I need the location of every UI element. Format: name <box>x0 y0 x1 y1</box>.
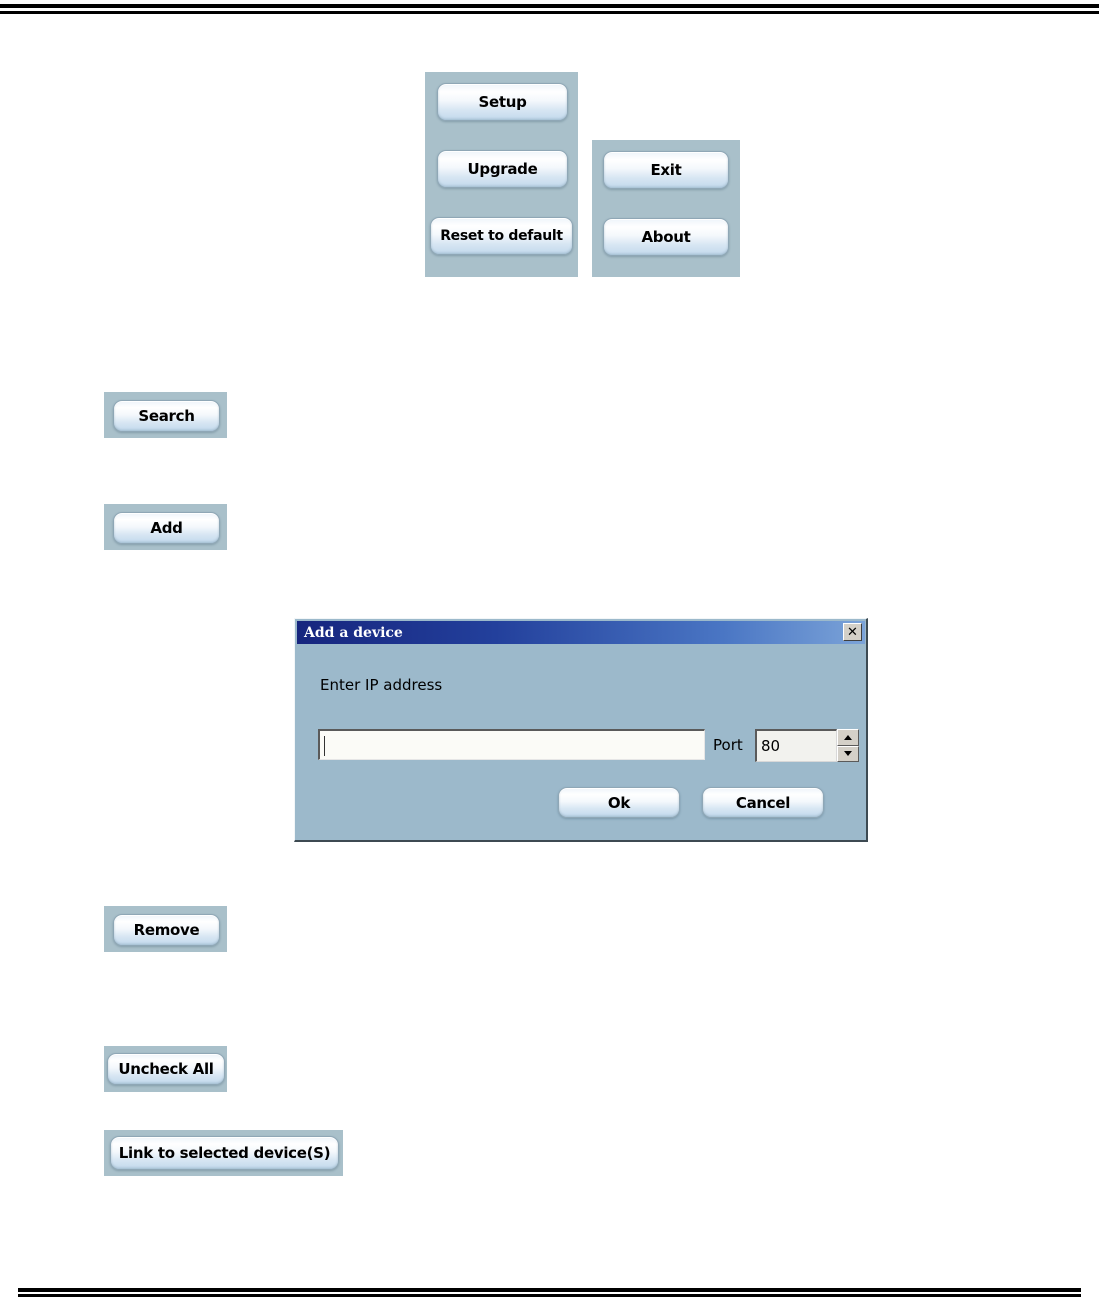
add-device-dialog: Add a device ✕ Enter IP address Port 80 … <box>294 618 868 842</box>
triangle-up-icon <box>844 734 852 740</box>
text-caret <box>324 736 325 756</box>
link-to-selected-device-button[interactable]: Link to selected device(S) <box>110 1136 339 1170</box>
cancel-button[interactable]: Cancel <box>702 787 824 818</box>
ip-address-input[interactable] <box>318 729 705 760</box>
dialog-title: Add a device <box>304 624 403 641</box>
dialog-titlebar[interactable]: Add a device ✕ <box>297 621 865 644</box>
close-icon[interactable]: ✕ <box>843 623 862 641</box>
setup-button[interactable]: Setup <box>437 83 568 121</box>
port-value: 80 <box>761 737 781 755</box>
search-button[interactable]: Search <box>113 400 220 432</box>
port-input[interactable]: 80 <box>755 729 837 762</box>
page-top-rule-thin <box>0 11 1099 14</box>
spinner-down-button[interactable] <box>837 745 859 762</box>
page-bottom-rule-thin <box>18 1294 1081 1297</box>
triangle-down-icon <box>844 751 852 757</box>
uncheck-all-button[interactable]: Uncheck All <box>107 1053 225 1085</box>
enter-ip-address-label: Enter IP address <box>320 676 443 694</box>
page-bottom-rule-thick <box>18 1288 1081 1292</box>
reset-to-default-button[interactable]: Reset to default <box>430 217 573 255</box>
page-top-rule-thick <box>0 4 1099 8</box>
ok-button[interactable]: Ok <box>558 787 680 818</box>
port-spinner[interactable] <box>837 729 859 762</box>
upgrade-button[interactable]: Upgrade <box>437 150 568 188</box>
about-button[interactable]: About <box>603 218 729 256</box>
port-label: Port <box>713 736 743 754</box>
add-button[interactable]: Add <box>113 512 220 544</box>
remove-button[interactable]: Remove <box>113 914 220 946</box>
spinner-up-button[interactable] <box>837 729 859 746</box>
exit-button[interactable]: Exit <box>603 151 729 189</box>
